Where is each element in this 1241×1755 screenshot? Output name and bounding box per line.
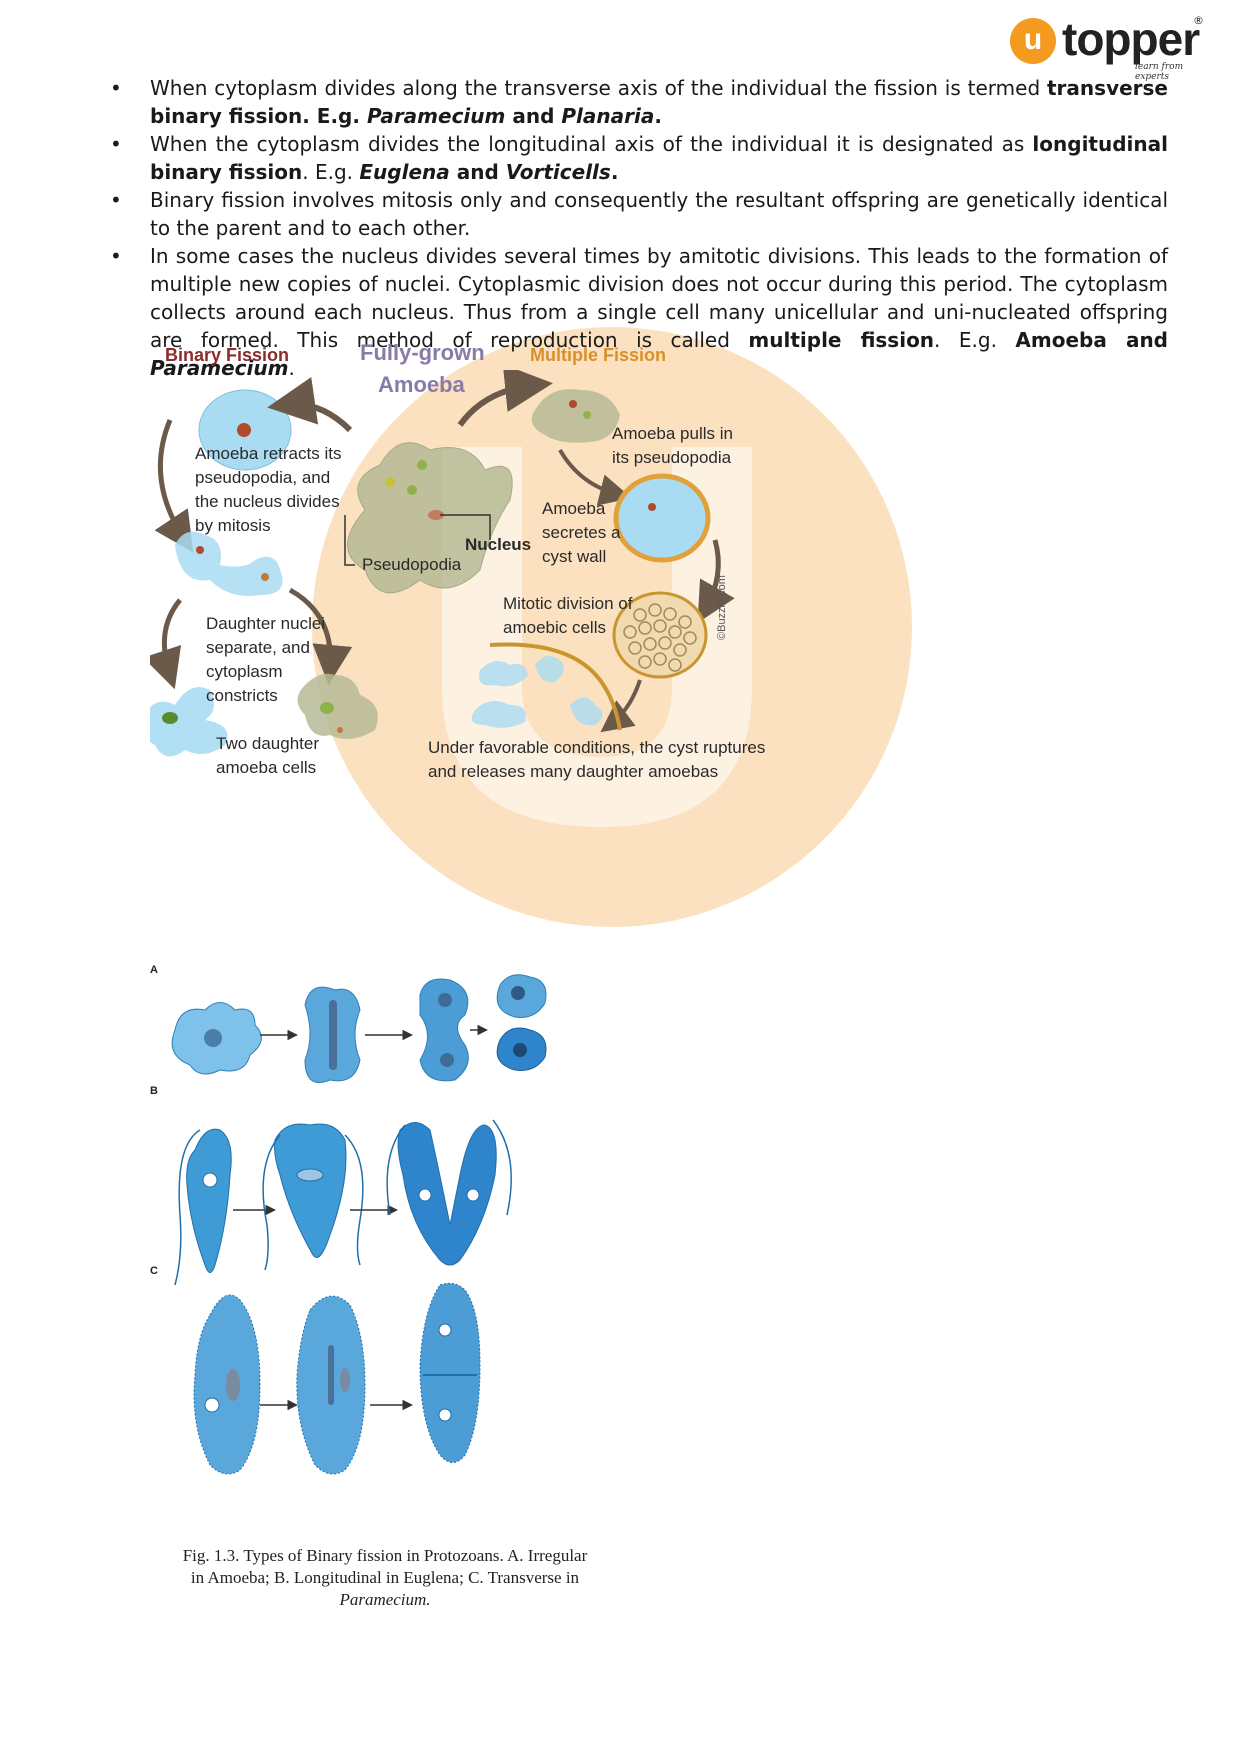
text-run: and (450, 160, 506, 184)
caption-line: Fig. 1.3. Types of Binary fission in Pro… (150, 1545, 620, 1567)
label-pulls-in: Amoeba pulls in its pseudopodia (612, 422, 733, 470)
label-line: Under favorable conditions, the cyst rup… (428, 736, 765, 760)
bullet-item: • When the cytoplasm divides the longitud… (108, 130, 1168, 186)
fully-grown-title-line2: Amoeba (378, 372, 465, 398)
row-label-b: B (150, 1085, 158, 1097)
label-line: constricts (206, 684, 325, 708)
protozoa-illustration (155, 965, 625, 1535)
text-run: Paramecium (367, 104, 505, 128)
label-line: and releases many daughter amoebas (428, 760, 765, 784)
text-run: multiple fission (748, 328, 934, 352)
figure-caption: Fig. 1.3. Types of Binary fission in Pro… (150, 1545, 620, 1611)
label-pseudopodia: Pseudopodia (362, 553, 461, 577)
text-run: . E.g. (302, 160, 359, 184)
binary-fission-title: Binary Fission (165, 345, 289, 366)
label-favorable-conditions: Under favorable conditions, the cyst rup… (428, 736, 765, 784)
label-line: the nucleus divides (195, 490, 341, 514)
text-run: Planaria (561, 104, 654, 128)
text-run: When cytoplasm divides along the transve… (150, 76, 1047, 100)
label-line: pseudopodia, and (195, 466, 341, 490)
label-line: secretes a (542, 521, 620, 545)
caption-line: Paramecium. (150, 1589, 620, 1611)
bullet-text: Binary fission involves mitosis only and… (150, 188, 1168, 240)
fully-grown-title-line1: Fully-grown (360, 340, 485, 366)
row-label-c: C (150, 1265, 158, 1277)
bullet-list: • When cytoplasm divides along the transv… (108, 74, 1168, 382)
text-run: Euglena (359, 160, 449, 184)
protozoa-fission-figure: A B C (155, 965, 625, 1535)
label-line: amoebic cells (503, 616, 632, 640)
label-line: Mitotic division of (503, 592, 632, 616)
registered-mark: ® (1193, 14, 1204, 27)
text-run: . E.g. (934, 328, 1015, 352)
label-line: amoeba cells (216, 756, 319, 780)
caption-line: in Amoeba; B. Longitudinal in Euglena; C… (150, 1567, 620, 1589)
label-cyst-wall: Amoeba secretes a cyst wall (542, 497, 620, 569)
label-line: Amoeba pulls in (612, 422, 733, 446)
label-daughter-nuclei: Daughter nuclei separate, and cytoplasm … (206, 612, 325, 708)
bullet-text: When cytoplasm divides along the transve… (150, 76, 1168, 128)
bullet-item: • Binary fission involves mitosis only an… (108, 186, 1168, 242)
image-credit: ©Buzzle.com (710, 575, 734, 640)
bullet-text: When the cytoplasm divides the longitudi… (150, 132, 1168, 184)
label-mitotic-division: Mitotic division of amoebic cells (503, 592, 632, 640)
label-line: cytoplasm (206, 660, 325, 684)
label-retracts: Amoeba retracts its pseudopodia, and the… (195, 442, 341, 538)
topper-logo-icon: u (1010, 18, 1056, 64)
row-label-a: A (150, 964, 158, 976)
text-run: Binary fission involves mitosis only and… (150, 188, 1168, 240)
label-nucleus: Nucleus (465, 533, 531, 557)
label-line: by mitosis (195, 514, 341, 538)
label-line: Amoeba retracts its (195, 442, 341, 466)
bullet-item: • When cytoplasm divides along the transv… (108, 74, 1168, 130)
label-line: its pseudopodia (612, 446, 733, 470)
label-line: separate, and (206, 636, 325, 660)
topper-logo: u topper ® learn from experts (1010, 12, 1210, 74)
text-run: When the cytoplasm divides the longitudi… (150, 132, 1032, 156)
label-line: Amoeba (542, 497, 620, 521)
text-run: . (654, 104, 662, 128)
bullet-dot: • (110, 242, 122, 270)
label-line: Daughter nuclei (206, 612, 325, 636)
text-run: and (505, 104, 561, 128)
multiple-fission-title: Multiple Fission (530, 345, 666, 366)
brand-name: topper (1062, 12, 1199, 66)
text-run: Vorticells (506, 160, 611, 184)
bullet-dot: • (110, 130, 122, 158)
label-two-daughter: Two daughter amoeba cells (216, 732, 319, 780)
text-run: . (611, 160, 619, 184)
label-line: cyst wall (542, 545, 620, 569)
label-line: Two daughter (216, 732, 319, 756)
text-run: Amoeba and (1015, 328, 1168, 352)
bullet-dot: • (110, 186, 122, 214)
amoeba-fission-diagram: Binary Fission Fully-grown Amoeba Multip… (150, 370, 810, 890)
bullet-dot: • (110, 74, 122, 102)
